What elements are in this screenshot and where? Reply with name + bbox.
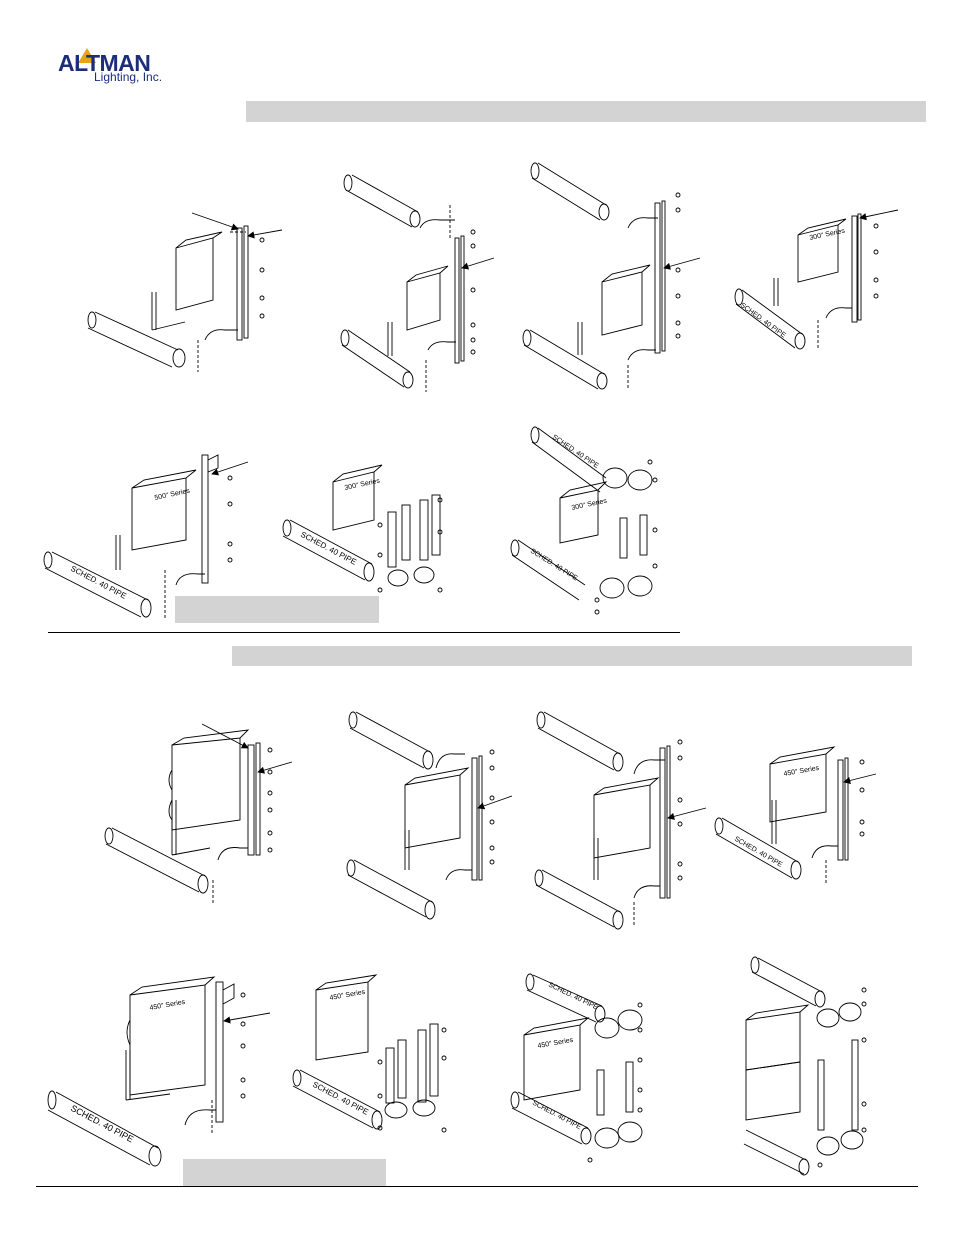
fig-1e	[43, 454, 249, 620]
logo-triangle-icon	[78, 48, 96, 63]
fig-2e	[47, 976, 271, 1167]
section1-header-bar	[246, 101, 926, 122]
fig-2d	[714, 746, 877, 885]
section1-caption-box	[175, 596, 379, 623]
altman-logo: ALTMAN Lighting, Inc.	[56, 48, 186, 90]
series-label-2e: 450" Series	[149, 999, 186, 1012]
fig-2h	[743, 956, 867, 1176]
series-label-2g: 450" Series	[537, 1037, 574, 1050]
section2-header-bar	[232, 646, 912, 666]
series-label-2f: 450" Series	[329, 989, 366, 1002]
pipe-label-1f: SCHED. 40 PIPE	[299, 530, 358, 567]
pipe-label-1d: SCHED. 40 PIPE	[739, 302, 787, 340]
logo-name: ALTMAN	[58, 50, 151, 76]
logo-tagline: Lighting, Inc.	[94, 70, 163, 84]
pipe-label-2g-top: SCHED. 40 PIPE	[547, 982, 599, 1012]
series-label-2d: 450" Series	[783, 765, 820, 778]
section1-divider	[48, 632, 680, 633]
fig-1c	[522, 162, 701, 390]
fig-1a	[87, 212, 283, 372]
pipe-label-2e: SCHED. 40 PIPE	[69, 1103, 135, 1144]
fig-2a	[104, 723, 293, 905]
series-label-1e: 500" Series	[154, 488, 191, 502]
fig-1d	[734, 209, 899, 350]
pipe-label-2g-bottom: SCHED. 40 PIPE	[531, 1100, 582, 1132]
pipe-label-1g-top: SCHED. 40 PIPE	[551, 434, 600, 470]
fig-2f	[292, 974, 447, 1133]
fig-1g	[510, 426, 658, 615]
section2-caption-box	[183, 1159, 386, 1186]
fig-1f	[282, 464, 443, 593]
section2-divider	[36, 1186, 918, 1187]
fig-2c	[534, 711, 707, 930]
pipe-label-1g-bottom: SCHED. 40 PIPE	[529, 548, 579, 583]
fig-1b	[340, 174, 495, 392]
fig-2g	[510, 973, 643, 1163]
series-label-1g: 300" Series	[571, 498, 608, 512]
series-label-1f: 300" Series	[344, 478, 381, 492]
fig-2b	[346, 711, 513, 920]
series-label-1d: 300" Series	[809, 228, 846, 242]
